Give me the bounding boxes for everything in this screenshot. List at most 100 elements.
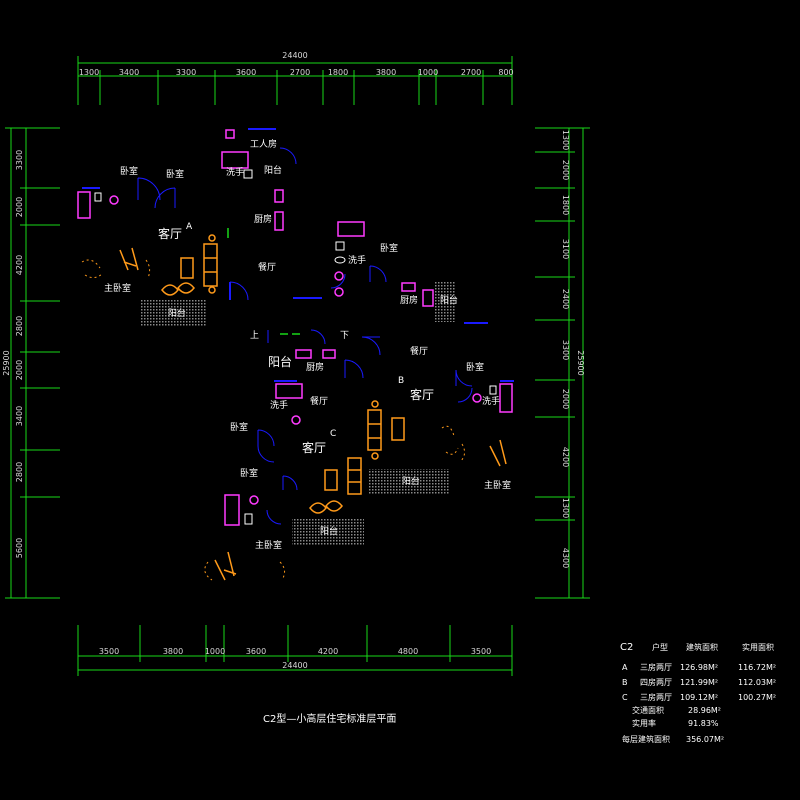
room-dining-b: 餐厅 [410,345,428,357]
right-dim-1: 1300 [561,130,570,150]
bottom-dim-6: 4800 [398,647,418,656]
room-terrace-b: 阳台 [402,475,420,487]
right-dim-2: 2000 [561,160,570,180]
room-dining-c: 餐厅 [310,395,328,407]
top-total-dim: 24400 [282,51,307,60]
plants [81,259,466,581]
stair-down-label: 下 [340,331,349,341]
room-wash-b: 洗手 [348,254,366,266]
unit-label-c: C [330,429,336,439]
room-living-c: 客厅 [302,440,326,455]
right-dimension-chain [535,127,590,599]
left-total-dim: 25900 [2,350,11,375]
drawing-caption: C2型—小高层住宅标准层平面 [263,712,396,725]
room-master-c: 主卧室 [255,539,282,551]
room-bedroom-c2: 卧室 [240,467,258,479]
left-dim-2: 2000 [15,197,24,217]
bottom-dim-2: 3800 [163,647,183,656]
room-worker: 工人房 [250,138,277,150]
top-dim-1: 1300 [79,68,99,77]
terrace-hatch-b [368,469,450,494]
room-terrace-b-top: 阳台 [440,294,458,306]
summary-floor-value: 356.07M² [686,735,724,744]
summary-traffic-label: 交通面积 [632,705,664,715]
room-kitchen-b: 厨房 [400,294,418,306]
table-row-a-type: 三房两厅 [640,662,672,672]
bottom-segment-labels: 3500 3800 1000 3600 4200 4800 3500 [99,647,491,656]
summary-ratio-label: 实用率 [632,718,656,728]
table-header-gross: 建筑面积 [686,642,718,652]
terrace-hatch-a [140,300,206,327]
left-dim-7: 2800 [15,462,24,482]
table-row-b-type: 四房两厅 [640,677,672,687]
room-master-a: 主卧室 [104,282,131,294]
top-dim-9: 2700 [461,68,481,77]
table-row-a-usable: 116.72M² [738,663,776,672]
room-dining-a: 餐厅 [258,261,276,273]
bottom-dim-3: 1000 [205,647,225,656]
table-row-c-unit: C [622,693,628,702]
room-wash-b2: 洗手 [482,395,500,407]
right-dim-4: 3100 [561,239,570,259]
bottom-dim-1: 3500 [99,647,119,656]
table-row-b-gross: 121.99M² [680,678,718,687]
room-wash-c: 洗手 [270,399,288,411]
terrace-hatch-b-top [435,282,455,322]
terrace-hatch-c [292,519,364,545]
bottom-dim-4: 3600 [246,647,266,656]
room-living-a: 客厅 [158,226,182,241]
top-dim-2: 3400 [119,68,139,77]
stair-arrows [227,228,300,335]
top-dim-6: 1800 [328,68,348,77]
room-kitchen-c: 厨房 [306,361,324,373]
table-row-c-usable: 100.27M² [738,693,776,702]
right-dim-10: 4300 [561,548,570,568]
top-dimension-chain [77,56,513,105]
left-dim-4: 2800 [15,316,24,336]
table-row-a-gross: 126.98M² [680,663,718,672]
right-dim-5: 2400 [561,289,570,309]
top-dim-10: 800 [498,68,513,77]
table-header-type: 户型 [652,642,668,652]
summary-floor-label: 每层建筑面积 [622,734,670,744]
door-swings [137,147,473,525]
table-row-a-unit: A [622,663,628,672]
right-dim-7: 2000 [561,389,570,409]
bottom-dim-7: 3500 [471,647,491,656]
bottom-dim-5: 4200 [318,647,338,656]
unit-label-a: A [186,222,193,232]
unit-label-b: B [398,376,404,386]
summary-traffic-value: 28.96M² [688,706,721,715]
right-dim-3: 1800 [561,195,570,215]
top-dim-5: 2700 [290,68,310,77]
toilets [94,169,497,525]
room-terrace-a: 阳台 [168,307,186,319]
right-segment-labels: 1300 2000 1800 3100 2400 3300 2000 4200 … [561,130,570,568]
area-table: C2 户型 建筑面积 实用面积 A 三房两厅 126.98M² 116.72M²… [620,642,776,744]
room-wash-a: 洗手 [226,166,244,178]
right-dim-6: 3300 [561,340,570,360]
room-balcony-a: 阳台 [264,164,282,176]
table-row-c-type: 三房两厅 [640,692,672,702]
table-code: C2 [620,642,633,653]
bath-fixtures [77,129,513,526]
room-living-b: 客厅 [410,387,434,402]
right-dim-8: 4200 [561,447,570,467]
room-labels: 工人房 阳台 洗手 卧室 卧室 客厅 厨房 餐厅 主卧室 阳台 卧室 洗手 厨房… [104,138,511,551]
top-dim-7: 3800 [376,68,396,77]
top-dim-4: 3600 [236,68,256,77]
room-master-b: 主卧室 [484,479,511,491]
right-dim-9: 1300 [561,498,570,518]
room-terrace-c: 阳台 [320,525,338,537]
table-header-usable: 实用面积 [742,642,774,652]
summary-ratio-value: 91.83% [688,719,719,728]
table-row-c-gross: 109.12M² [680,693,718,702]
top-segment-labels: 1300 3400 3300 3600 2700 1800 3800 1000 … [79,68,514,77]
stair-up-label: 上 [250,330,259,341]
left-dim-1: 3300 [15,150,24,170]
top-dim-8: 1000 [418,68,438,77]
walls [82,128,514,382]
room-bedroom-c1: 卧室 [230,421,248,433]
